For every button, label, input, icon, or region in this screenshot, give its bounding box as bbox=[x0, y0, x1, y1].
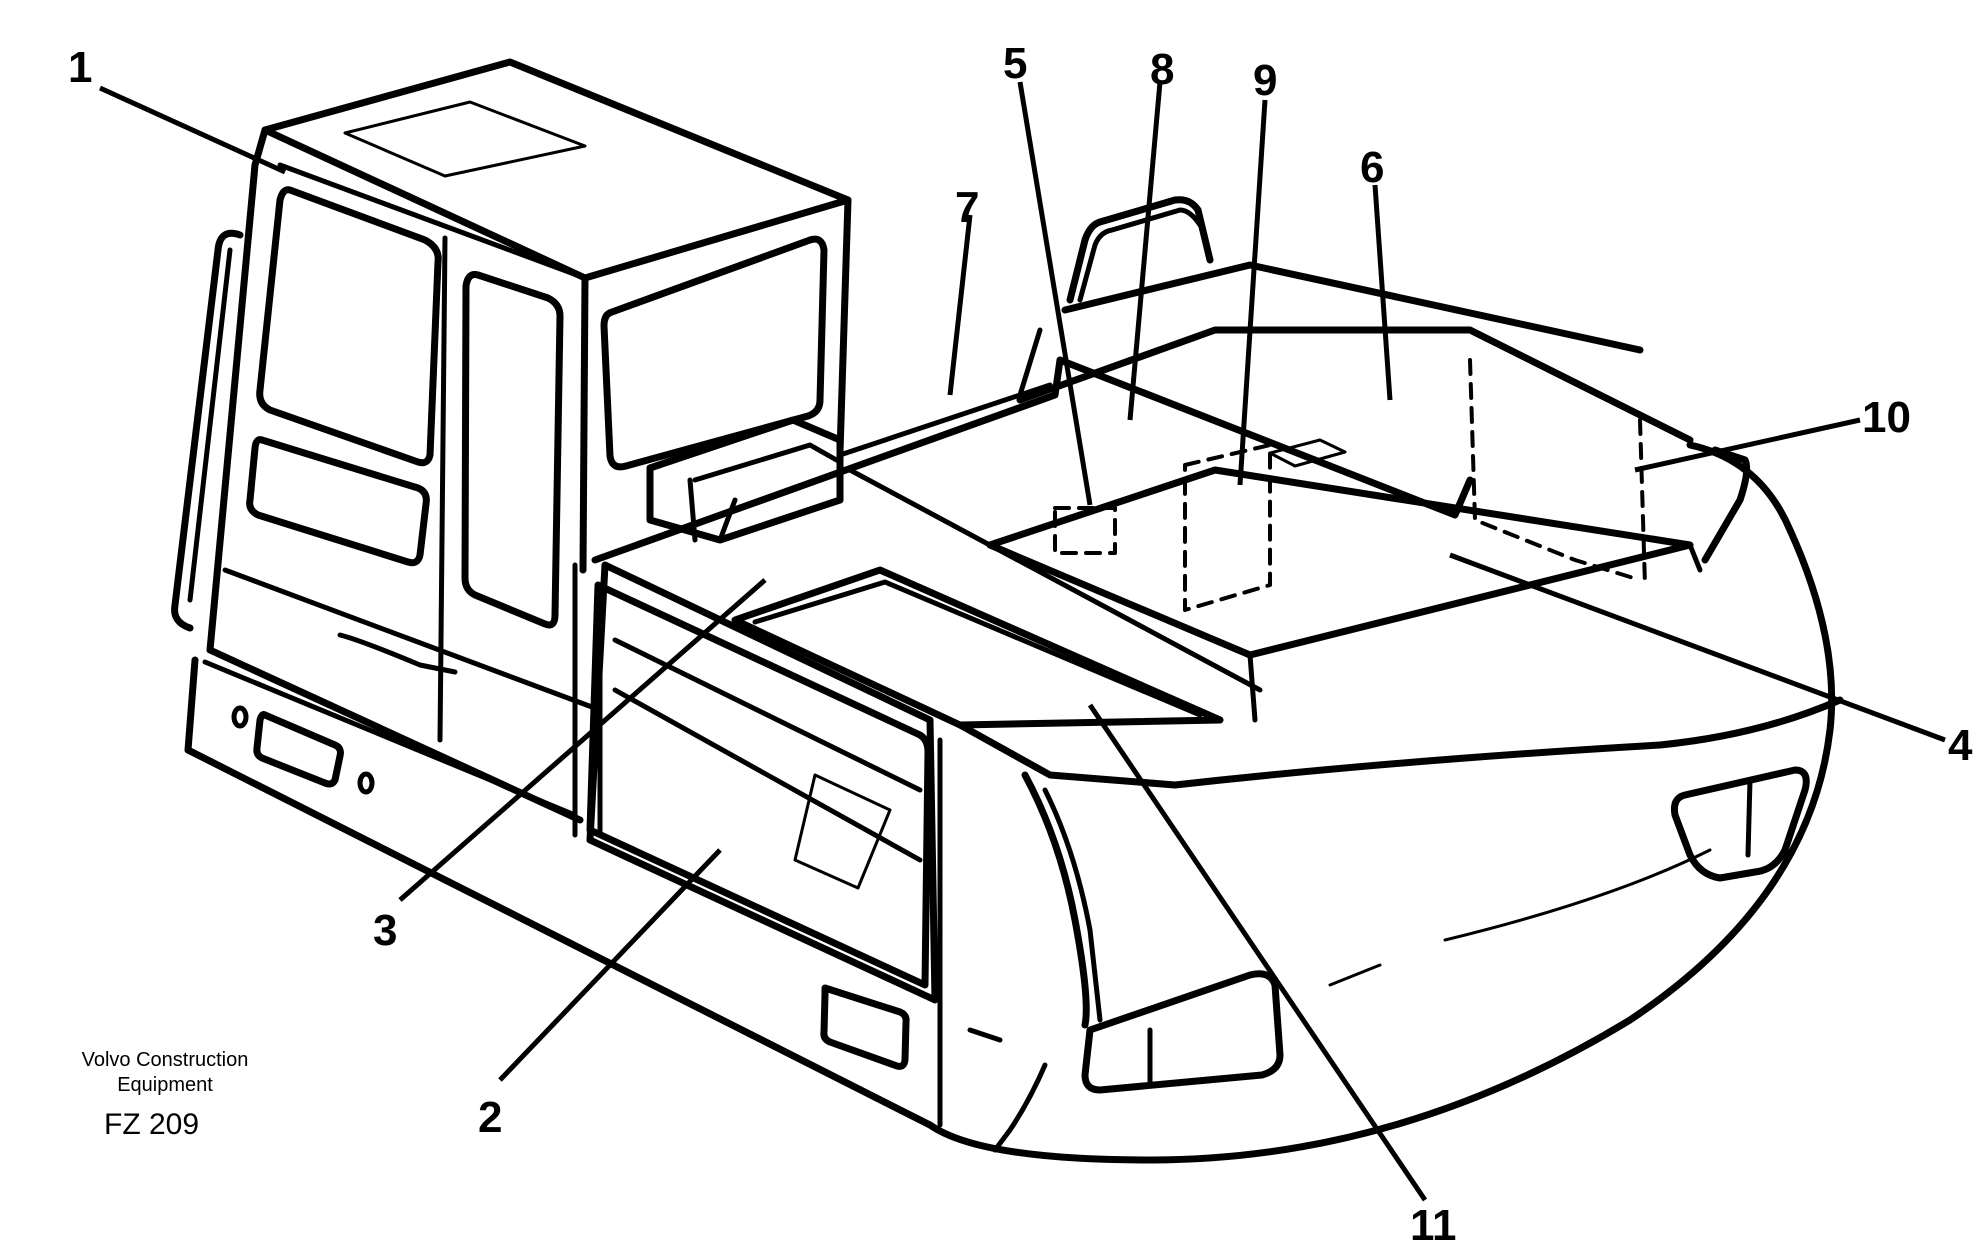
leader-8 bbox=[1127, 81, 1163, 421]
callout-7: 7 bbox=[955, 183, 979, 232]
manufacturer-line-1: Volvo Construction bbox=[81, 1049, 249, 1071]
callout-1: 1 bbox=[68, 43, 92, 92]
callout-2: 2 bbox=[478, 1093, 502, 1142]
leader-9 bbox=[1237, 99, 1268, 486]
callout-5: 5 bbox=[1003, 39, 1027, 88]
counterweight bbox=[926, 441, 1844, 1164]
engine-hood-deck bbox=[591, 196, 1703, 729]
manufacturer-caption: Volvo Construction Equipment bbox=[50, 1048, 280, 1098]
leader-3 bbox=[398, 578, 767, 902]
leader-7 bbox=[947, 214, 973, 396]
leader-1 bbox=[98, 85, 287, 175]
leader-2 bbox=[498, 848, 722, 1082]
callout-3: 3 bbox=[373, 906, 397, 955]
manufacturer-line-2: Equipment bbox=[117, 1074, 213, 1096]
callout-11: 11 bbox=[1410, 1201, 1457, 1250]
chassis-frame bbox=[184, 656, 934, 1129]
callout-6: 6 bbox=[1360, 143, 1384, 192]
leader-10 bbox=[1634, 417, 1861, 473]
leader-5 bbox=[1017, 81, 1093, 506]
leader-11 bbox=[1087, 703, 1428, 1202]
leader-lines bbox=[98, 81, 1946, 1202]
callout-10: 10 bbox=[1862, 393, 1911, 442]
leader-6 bbox=[1372, 184, 1393, 401]
figure-code: FZ 209 bbox=[104, 1108, 200, 1141]
callout-labels: 1 2 3 4 5 6 7 8 9 10 11 bbox=[68, 39, 1973, 1250]
toolbox bbox=[646, 416, 844, 544]
callout-9: 9 bbox=[1253, 56, 1277, 105]
operator-cab bbox=[171, 58, 852, 824]
callout-4: 4 bbox=[1948, 721, 1973, 770]
leader-4 bbox=[1449, 552, 1946, 743]
callout-8: 8 bbox=[1150, 45, 1174, 94]
